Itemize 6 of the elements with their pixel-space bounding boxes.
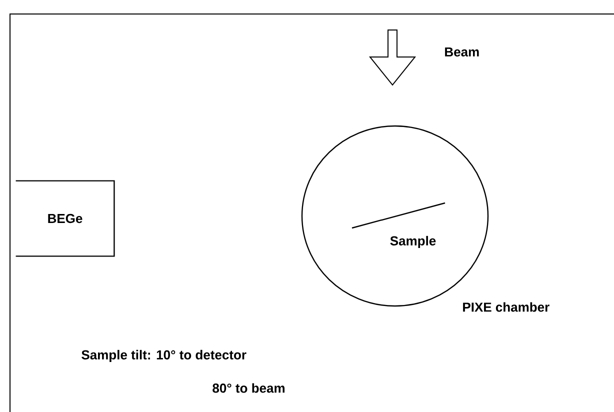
sample-label: Sample [390,236,436,248]
note-text: Sample tilt: 10° to detector [82,350,246,362]
chamber-label: PIXE chamber [463,302,550,312]
beam-label: Beam [445,47,479,57]
detector-box: BEGe [16,180,115,257]
note-text: 80° to beam [212,383,284,393]
